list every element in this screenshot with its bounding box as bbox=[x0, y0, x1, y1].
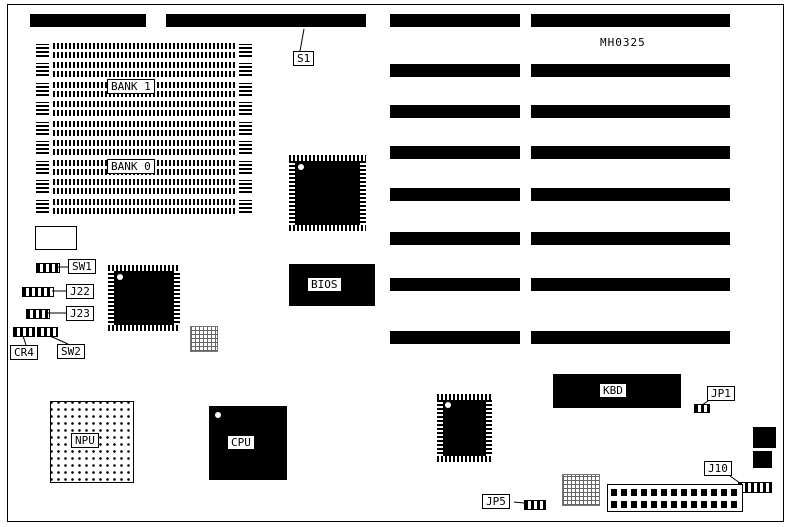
j23-connector bbox=[26, 309, 50, 319]
sw1-label: SW1 bbox=[68, 259, 96, 274]
qfp-chip-left bbox=[108, 265, 180, 331]
expansion-slot-bar bbox=[390, 64, 520, 77]
qfp-chip-main bbox=[289, 155, 366, 231]
sw2-label: SW2 bbox=[57, 344, 85, 359]
expansion-slot-bar bbox=[531, 331, 730, 344]
memory-row-band bbox=[53, 199, 236, 214]
pin1-dot bbox=[117, 274, 123, 280]
pin1-dot bbox=[298, 164, 304, 170]
board-frame bbox=[7, 4, 784, 522]
expansion-slot-bar bbox=[531, 14, 730, 27]
memory-row-band bbox=[53, 101, 236, 116]
expansion-slot-bar bbox=[390, 278, 520, 291]
jp1-label: JP1 bbox=[707, 386, 735, 401]
memory-row-cap bbox=[239, 161, 252, 174]
pin-header-row bbox=[611, 501, 739, 508]
part-number-label: MH0325 bbox=[600, 36, 646, 49]
sw1-connector bbox=[36, 263, 60, 273]
expansion-slot-bar bbox=[390, 14, 520, 27]
j22-label: J22 bbox=[66, 284, 94, 299]
memory-row-cap bbox=[36, 44, 49, 57]
j23-label: J23 bbox=[66, 306, 94, 321]
jp5-connector bbox=[524, 500, 546, 510]
memory-row-cap bbox=[239, 141, 252, 154]
pin-header-row bbox=[611, 489, 739, 496]
expansion-slot-bar bbox=[531, 188, 730, 201]
j10-connector bbox=[738, 482, 772, 493]
memory-row-cap bbox=[36, 161, 49, 174]
memory-row-cap bbox=[239, 102, 252, 115]
expansion-slot-bar bbox=[531, 232, 730, 245]
memory-row-cap bbox=[239, 44, 252, 57]
expansion-slot-bar bbox=[390, 105, 520, 118]
pin-header-connector bbox=[607, 484, 743, 512]
qfp-chip-right bbox=[437, 394, 492, 462]
memory-row-cap bbox=[36, 102, 49, 115]
memory-row-cap bbox=[36, 83, 49, 96]
sw2-connector bbox=[37, 327, 58, 337]
memory-row-band bbox=[53, 62, 236, 77]
memory-row-cap bbox=[36, 180, 49, 193]
memory-row-cap bbox=[36, 200, 49, 213]
memory-row-cap bbox=[239, 200, 252, 213]
kbd-label: KBD bbox=[599, 383, 627, 398]
memory-row-band bbox=[53, 121, 236, 136]
memory-row-band bbox=[53, 140, 236, 155]
jp1-connector bbox=[694, 404, 710, 413]
expansion-slot-bar bbox=[531, 105, 730, 118]
oscillator-outline bbox=[35, 226, 77, 250]
memory-row-cap bbox=[239, 180, 252, 193]
memory-row-band bbox=[53, 179, 236, 194]
memory-row-cap bbox=[36, 122, 49, 135]
pin1-dot bbox=[215, 412, 221, 418]
power-connector bbox=[753, 451, 772, 468]
expansion-slot-bar bbox=[390, 331, 520, 344]
top-connector-1 bbox=[30, 14, 146, 27]
bios-label: BIOS bbox=[307, 277, 342, 292]
expansion-slot-bar bbox=[390, 188, 520, 201]
memory-row-cap bbox=[239, 83, 252, 96]
pin1-dot bbox=[445, 402, 451, 408]
crosshatch-component-small bbox=[190, 326, 218, 352]
memory-row-cap bbox=[239, 122, 252, 135]
memory-row-cap bbox=[36, 141, 49, 154]
expansion-slot-bar bbox=[531, 146, 730, 159]
memory-row-cap bbox=[239, 63, 252, 76]
jp5-label: JP5 bbox=[482, 494, 510, 509]
j22-connector bbox=[22, 287, 54, 297]
cr4-label: CR4 bbox=[10, 345, 38, 360]
expansion-slot-bar bbox=[531, 278, 730, 291]
bank0-label: BANK 0 bbox=[107, 159, 155, 174]
s1-label: S1 bbox=[293, 51, 315, 66]
memory-row-band bbox=[53, 43, 236, 58]
expansion-slot-bar bbox=[390, 232, 520, 245]
keyboard-din-connector bbox=[753, 427, 776, 448]
bank1-label: BANK 1 bbox=[107, 79, 155, 94]
expansion-slot-bar bbox=[531, 64, 730, 77]
npu-label: NPU bbox=[71, 433, 99, 448]
crosshatch-component-large bbox=[562, 474, 600, 506]
top-connector-2 bbox=[166, 14, 366, 27]
cr4-component bbox=[13, 327, 35, 337]
memory-row-cap bbox=[36, 63, 49, 76]
expansion-slot-bar bbox=[390, 146, 520, 159]
cpu-label: CPU bbox=[227, 435, 255, 450]
j10-label: J10 bbox=[704, 461, 732, 476]
